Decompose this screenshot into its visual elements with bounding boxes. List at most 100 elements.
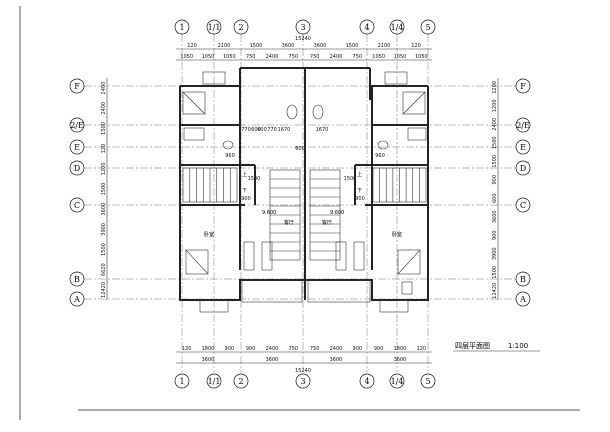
inner-dimension-value: 1670 [278, 127, 291, 133]
left-dim-col-value: 6620 [101, 263, 107, 276]
axis-top-3-circle [295, 19, 311, 35]
bottom-dim-row-1-value: 900 [246, 346, 256, 352]
axis-right-4-circle [515, 197, 531, 213]
balconies [199, 71, 409, 313]
right-dim-col-value: 600 [492, 193, 498, 203]
right-dim-col-value: 1200 [492, 81, 498, 94]
bottom-dim-row-1-value: 2400 [330, 346, 343, 352]
terrace-left [241, 279, 303, 303]
axis-right-6-circle [515, 291, 531, 307]
sofa-right-2 [353, 241, 365, 271]
bottom-dim-row-1-value: 900 [225, 346, 235, 352]
top-dim-row-2-value: 2400 [330, 54, 343, 60]
axis-left-3-circle [69, 160, 85, 176]
toilet-left [222, 140, 234, 150]
bottom-dim-row-2-value: 3600 [330, 357, 343, 363]
bottom-dim-row-2-value: 3600 [266, 357, 279, 363]
top-dim-row-2-value: 750 [310, 54, 320, 60]
elevation-left: 9.600 [262, 210, 276, 216]
left-dim-col-value: 120 [101, 144, 107, 154]
right-dim-col-value: 2400 [492, 118, 498, 131]
living-right-label: 客厅 [322, 219, 332, 226]
table-right [312, 104, 324, 120]
elevation-right: 9.600 [330, 210, 344, 216]
left-dim-col-value: 1500 [101, 243, 107, 256]
stair-up-right-label: 上 [357, 171, 362, 178]
top-total-dimension: 15240 [295, 36, 311, 42]
axis-top-2: 2 [238, 23, 243, 32]
left-dim-col-value: 3900 [101, 223, 107, 236]
axis-bottom-4: 4 [364, 377, 369, 386]
bedroom-right-label: 卧室 [392, 231, 402, 238]
inner-dimension-value: 770 [241, 127, 251, 133]
inner-dimension-value: 1500 [344, 176, 357, 182]
top-dim-row-2-value: 1050 [372, 54, 385, 60]
axis-left-4-circle [69, 197, 85, 213]
inner-dimension-value: 600 [251, 127, 261, 133]
top-dim-row-2-value: 750 [289, 54, 299, 60]
axis-bottom-0-circle [174, 373, 190, 389]
top-dim-row-1-value: 120 [187, 43, 197, 49]
axis-right-0: F [520, 82, 526, 91]
axis-left-1-circle [69, 117, 85, 133]
left-dim-col-value: 12420 [101, 282, 107, 298]
top-dim-row-2-value: 1050 [415, 54, 428, 60]
axis-top-4: 4 [364, 23, 369, 32]
axis-top-0: 1 [179, 23, 184, 32]
top-dim-row-2-value: 1050 [180, 54, 193, 60]
right-dim-col-value: 900 [492, 175, 498, 185]
axis-bottom-0: 1 [179, 377, 184, 386]
right-dim-col-value: 1500 [492, 155, 498, 168]
axis-right-4: C [520, 201, 526, 210]
bottom-dim-row-1-value: 120 [182, 346, 192, 352]
kitchen-left [182, 91, 206, 115]
inner-dimension-value: 900 [241, 196, 251, 202]
right-dim-col-value: 1500 [492, 136, 498, 149]
axis-bottom-6: 5 [425, 377, 430, 386]
bed-left [185, 249, 209, 275]
inner-dimension-value: 960 [225, 153, 235, 159]
bottom-dim-row-1-value: 750 [289, 346, 299, 352]
axis-top-6-circle [420, 19, 436, 35]
right-dim-col-value: 3900 [492, 247, 498, 260]
axis-top-1-circle [206, 19, 222, 35]
bottom-dim-row-1-value: 750 [310, 346, 320, 352]
kitchen-right-mark [402, 91, 426, 115]
axis-left-6-circle [69, 291, 85, 307]
bed-right-mark [397, 249, 421, 275]
axis-grid-lines [84, 34, 518, 372]
axis-bottom-6-circle [420, 373, 436, 389]
right-dim-col-value: 12420 [492, 283, 498, 299]
axis-right-1-circle [515, 117, 531, 133]
axis-bottom-1-circle [206, 373, 222, 389]
inner-dimension-value: 900 [355, 196, 365, 202]
balcony-top-left [202, 71, 226, 85]
sofa-left [243, 241, 255, 271]
axis-right-1: 2/E [516, 121, 530, 130]
top-dim-row-2-value: 1050 [223, 54, 236, 60]
kitchen-left-mark [182, 91, 206, 115]
axis-bottom-3: 3 [300, 377, 305, 386]
axis-left-3: D [74, 164, 80, 173]
building-walls [179, 67, 429, 301]
stair-down-left-label: 下 [242, 188, 247, 194]
left-dim-col-value: 1200 [101, 162, 107, 175]
axis-right-2-circle [515, 139, 531, 155]
inner-dimension-value: 600 [295, 146, 305, 152]
top-dim-row-1-value: 1500 [250, 43, 263, 49]
bottom-dim-row-1-value: 120 [417, 346, 427, 352]
axis-left-0: F [74, 82, 80, 91]
top-dim-row-1-value: 3600 [282, 43, 295, 49]
bed-right [397, 249, 421, 275]
axis-bottom-2: 2 [238, 377, 243, 386]
bedroom-left-label: 卧室 [204, 231, 214, 238]
top-dim-row-2-value: 1050 [202, 54, 215, 60]
axis-top-5-circle [389, 19, 405, 35]
balcony-top-right [384, 71, 408, 85]
bottom-dim-row-1-value: 2400 [266, 346, 279, 352]
top-dim-row-2-value: 750 [246, 54, 256, 60]
axis-right-5-circle [515, 271, 531, 287]
